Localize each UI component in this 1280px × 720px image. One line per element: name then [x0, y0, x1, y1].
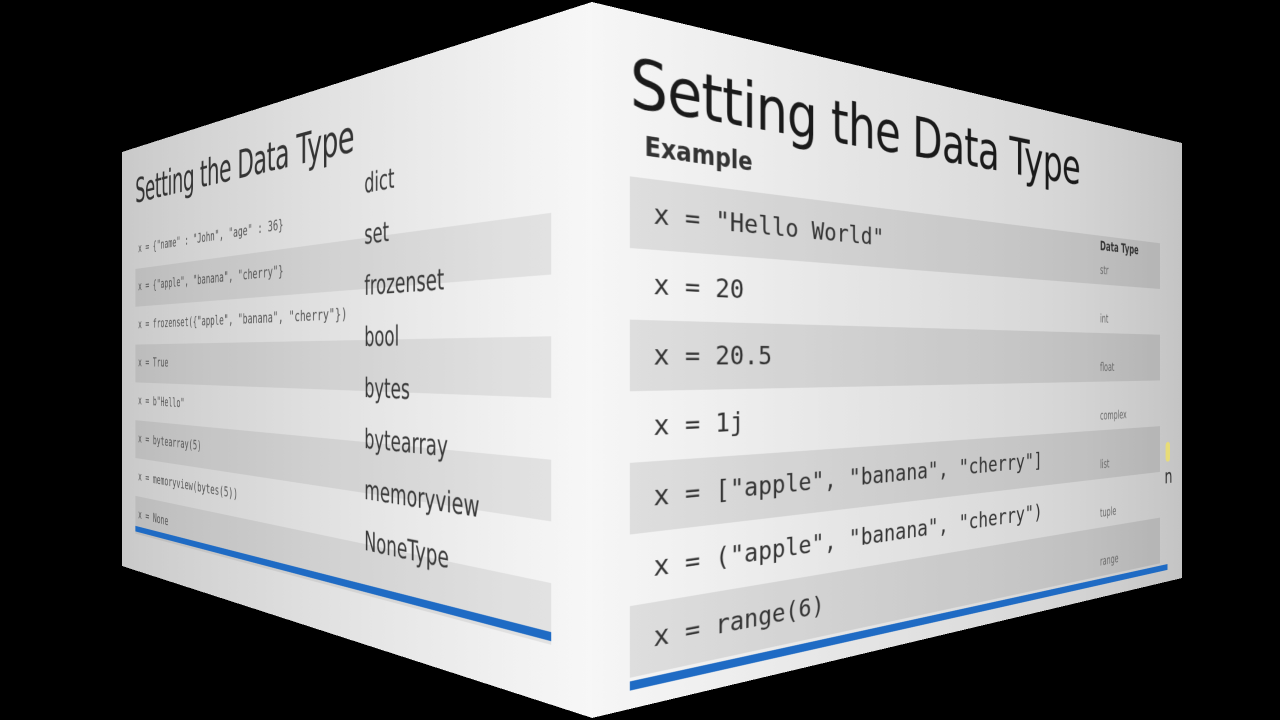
data-type-label: int	[1100, 311, 1109, 326]
code-example: x = {"name" : "John", "age" : 36}	[138, 216, 284, 256]
code-example: x = b"Hello"	[138, 393, 185, 411]
code-example: x = 1j	[653, 407, 745, 443]
data-type-table: x = "Hello World" str x = 20 int x = 20.…	[629, 176, 1161, 678]
data-type-label: list	[1100, 456, 1110, 472]
code-example: x = memoryview(bytes(5))	[138, 469, 238, 502]
slide-face-right: Setting the Data Type Example x = "Hello…	[592, 2, 1183, 718]
code-example: x = bytearray(5)	[138, 431, 202, 454]
highlight-marker-icon	[1165, 441, 1171, 462]
code-example: x = 20	[653, 269, 745, 306]
code-example: x = frozenset({"apple", "banana", "cherr…	[138, 305, 348, 332]
code-example: x = 20.5	[653, 340, 772, 372]
code-example: x = None	[138, 507, 169, 529]
data-type-label: frozenset	[364, 263, 445, 302]
data-type-label: dict	[364, 162, 395, 200]
data-type-label: complex	[1100, 407, 1127, 423]
data-type-table: x = {"name" : "John", "age" : 36} dict x…	[135, 151, 552, 645]
data-type-label: bytes	[364, 372, 410, 407]
slide-title: Setting the Data Type	[629, 44, 1081, 197]
data-type-label: str	[1100, 263, 1109, 278]
code-example: x = "Hello World"	[653, 199, 884, 252]
data-type-label: bool	[364, 320, 400, 353]
data-type-label: bytearray	[364, 423, 448, 464]
slide-face-left: Setting the Data Type x = {"name" : "Joh…	[122, 1, 592, 718]
data-type-label: float	[1100, 360, 1115, 375]
code-example: x = True	[138, 355, 169, 370]
data-type-label: set	[364, 216, 390, 251]
data-type-label: range	[1100, 551, 1119, 569]
code-example: x = {"apple", "banana", "cherry"}	[138, 262, 284, 294]
data-type-label: tuple	[1100, 504, 1117, 521]
edge-glyph: n	[1164, 464, 1173, 489]
